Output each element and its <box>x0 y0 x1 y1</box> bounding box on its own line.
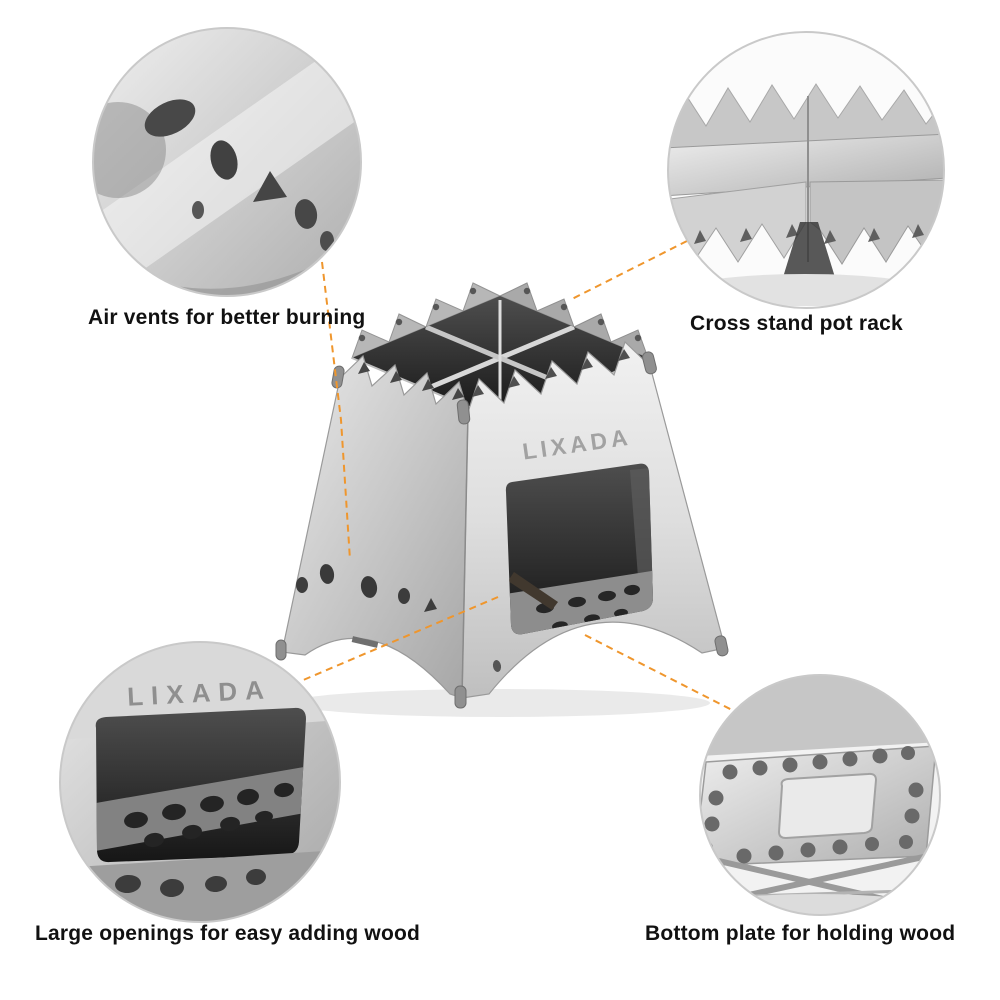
stove-left-panel <box>281 354 469 699</box>
callout-ring <box>667 31 945 309</box>
callout-ring <box>699 674 941 916</box>
callout-circle-bottom-plate <box>699 674 941 916</box>
callout-ring <box>59 641 341 923</box>
callout-label-air-vents: Air vents for better burning <box>88 306 366 329</box>
callout-circle-air-vents <box>92 27 362 297</box>
callout-ring <box>92 27 362 297</box>
callout-circle-opening: LIXADA <box>59 641 341 923</box>
leader-line-bottom-plate <box>584 634 735 712</box>
leader-line-pot-rack <box>569 240 688 301</box>
leader-line-air-vents <box>321 261 351 561</box>
front-opening-interior <box>506 468 653 635</box>
front-crown-holes <box>472 349 630 397</box>
left-crown-holes <box>358 362 464 400</box>
front-left-seam <box>461 411 469 699</box>
callout-label-bottom-plate: Bottom plate for holding wood <box>645 922 956 945</box>
hinge-pins <box>275 351 729 709</box>
stove-ground-shadow <box>290 689 710 717</box>
stove-photo: LIXADA <box>275 282 729 709</box>
rear-crown-holes <box>358 287 642 342</box>
rear-left-crown <box>351 282 502 359</box>
air-vent-holes <box>296 564 437 648</box>
wood-stick <box>508 572 558 610</box>
callout-circle-pot-rack <box>667 31 945 309</box>
callout-label-pot-rack: Cross stand pot rack <box>690 312 903 335</box>
callout-label-opening: Large openings for easy adding wood <box>35 922 421 945</box>
front-small-hole <box>492 660 502 672</box>
